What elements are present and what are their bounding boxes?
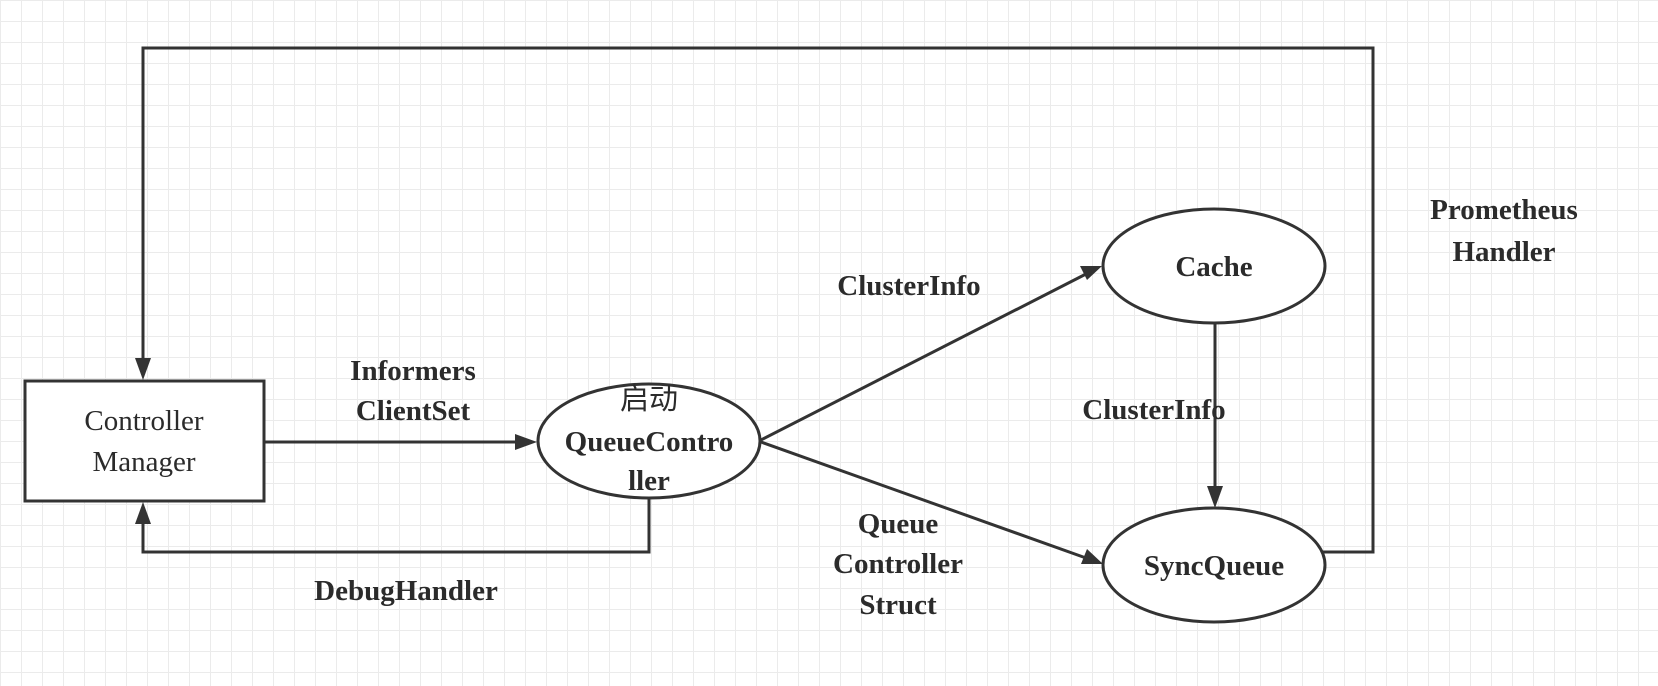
queue-controller-ellipse: [536, 382, 762, 500]
syncqueue-label: SyncQueue: [1144, 550, 1284, 582]
clusterinfo-to-cache-label: ClusterInfo: [837, 270, 980, 302]
arrowhead-into-cache: [1080, 266, 1102, 280]
syncqueue-ellipse: [1101, 506, 1327, 624]
arrowhead-into-syncqueue-top: [1207, 486, 1223, 508]
queue-controller-struct-label-line-1: Queue: [858, 508, 939, 540]
queue-controller-struct-label-line-2: Controller: [833, 548, 963, 580]
node-queue-controller: 启动 QueueContro ller: [536, 382, 762, 500]
queue-controller-struct-label-line-3: Struct: [859, 589, 937, 621]
clusterinfo-to-syncqueue-label: ClusterInfo: [1082, 394, 1225, 426]
queue-controller-line-2: QueueContro: [565, 426, 734, 458]
prometheus-handler-label-line-1: Prometheus: [1430, 194, 1578, 226]
prometheus-handler-label-line-2: Handler: [1452, 236, 1555, 268]
arrowhead-into-controller-top: [135, 358, 151, 380]
arrowhead-into-controller-bottom: [135, 502, 151, 524]
edge-debug-handler: [141, 498, 651, 554]
controller-manager-line-2: Manager: [92, 446, 195, 478]
queue-controller-line-1: 启动: [620, 383, 678, 416]
node-controller-manager: Controller Manager: [23, 379, 266, 503]
arrowhead-into-queuecontroller: [515, 434, 537, 450]
informers-label-line-2: ClientSet: [356, 395, 471, 427]
edge-queue-controller-struct: [760, 440, 1087, 560]
node-cache: Cache: [1101, 207, 1327, 325]
controller-manager-line-1: Controller: [84, 405, 204, 437]
node-sync-queue: SyncQueue: [1101, 506, 1327, 624]
queue-controller-line-3: ller: [628, 465, 670, 497]
edge-prometheus-handler: [141, 46, 1375, 554]
arrowhead-into-syncqueue-left: [1081, 549, 1103, 564]
cache-ellipse: [1101, 207, 1327, 325]
edge-clusterinfo-to-cache: [760, 272, 1087, 442]
controller-manager-box: [23, 379, 266, 503]
informers-label-line-1: Informers: [350, 355, 476, 387]
cache-label: Cache: [1175, 251, 1252, 283]
debug-handler-label: DebugHandler: [314, 575, 498, 607]
